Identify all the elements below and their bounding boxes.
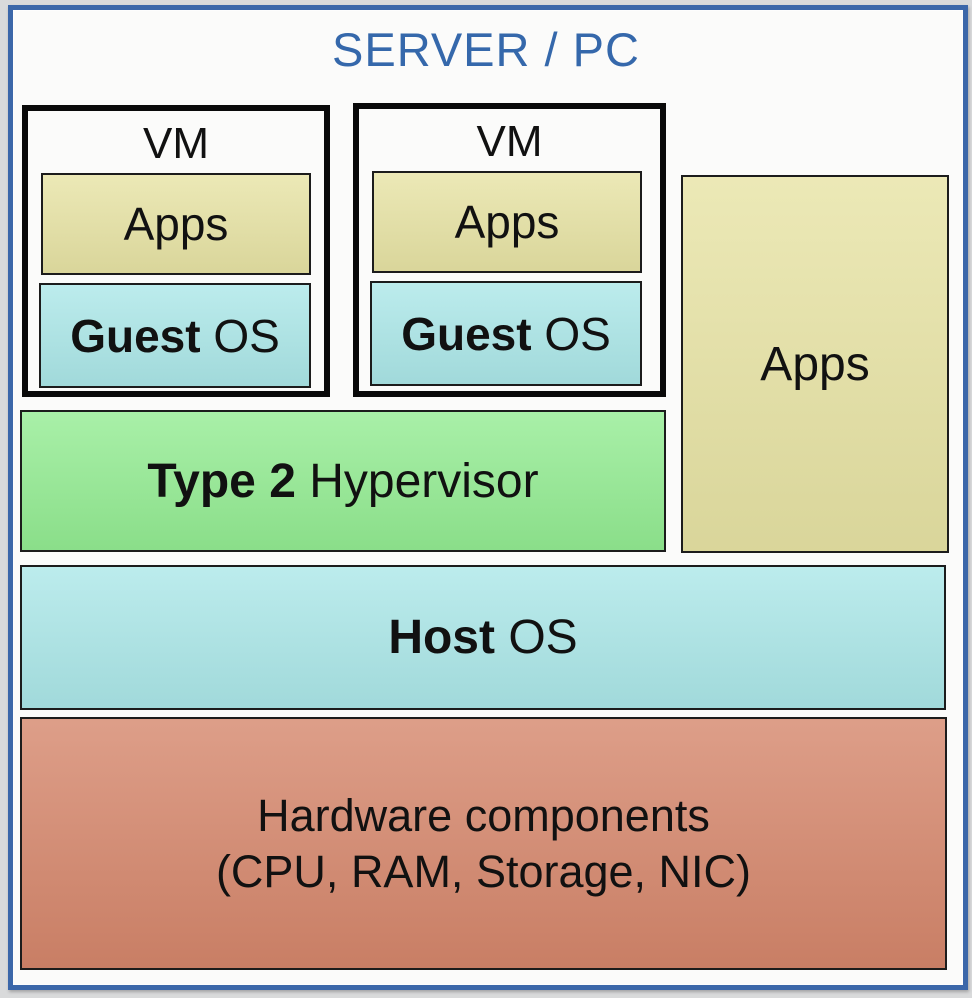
hardware-line-1: Hardware components xyxy=(257,789,710,841)
hypervisor-label: Type 2 Hypervisor xyxy=(147,454,539,508)
vm1-apps-label: Apps xyxy=(123,198,229,250)
vm-box-1: VM Apps Guest OS xyxy=(22,105,330,397)
vm1-guest-os-label: Guest OS xyxy=(70,309,280,362)
vm2-apps-label: Apps xyxy=(454,196,560,248)
vm2-guest-os-label: Guest OS xyxy=(401,307,611,360)
hypervisor-box: Type 2 Hypervisor xyxy=(20,410,666,552)
vm2-apps-box: Apps xyxy=(372,171,642,273)
host-os-label: Host OS xyxy=(388,611,578,664)
server-title: SERVER / PC xyxy=(332,23,640,76)
hardware-line-2: (CPU, RAM, Storage, NIC) xyxy=(215,845,752,897)
vm-box-2: VM Apps Guest OS xyxy=(353,103,666,397)
host-apps-box: Apps xyxy=(681,175,949,553)
vm2-guest-os-box: Guest OS xyxy=(370,281,642,386)
vm1-guest-os-box: Guest OS xyxy=(39,283,311,388)
host-os-box: Host OS xyxy=(20,565,946,710)
host-apps-label: Apps xyxy=(760,337,870,391)
vm1-apps-box: Apps xyxy=(41,173,311,275)
vm-label: VM xyxy=(476,117,543,166)
hardware-box: Hardware components (CPU, RAM, Storage, … xyxy=(20,717,947,970)
vm-label: VM xyxy=(143,119,209,168)
